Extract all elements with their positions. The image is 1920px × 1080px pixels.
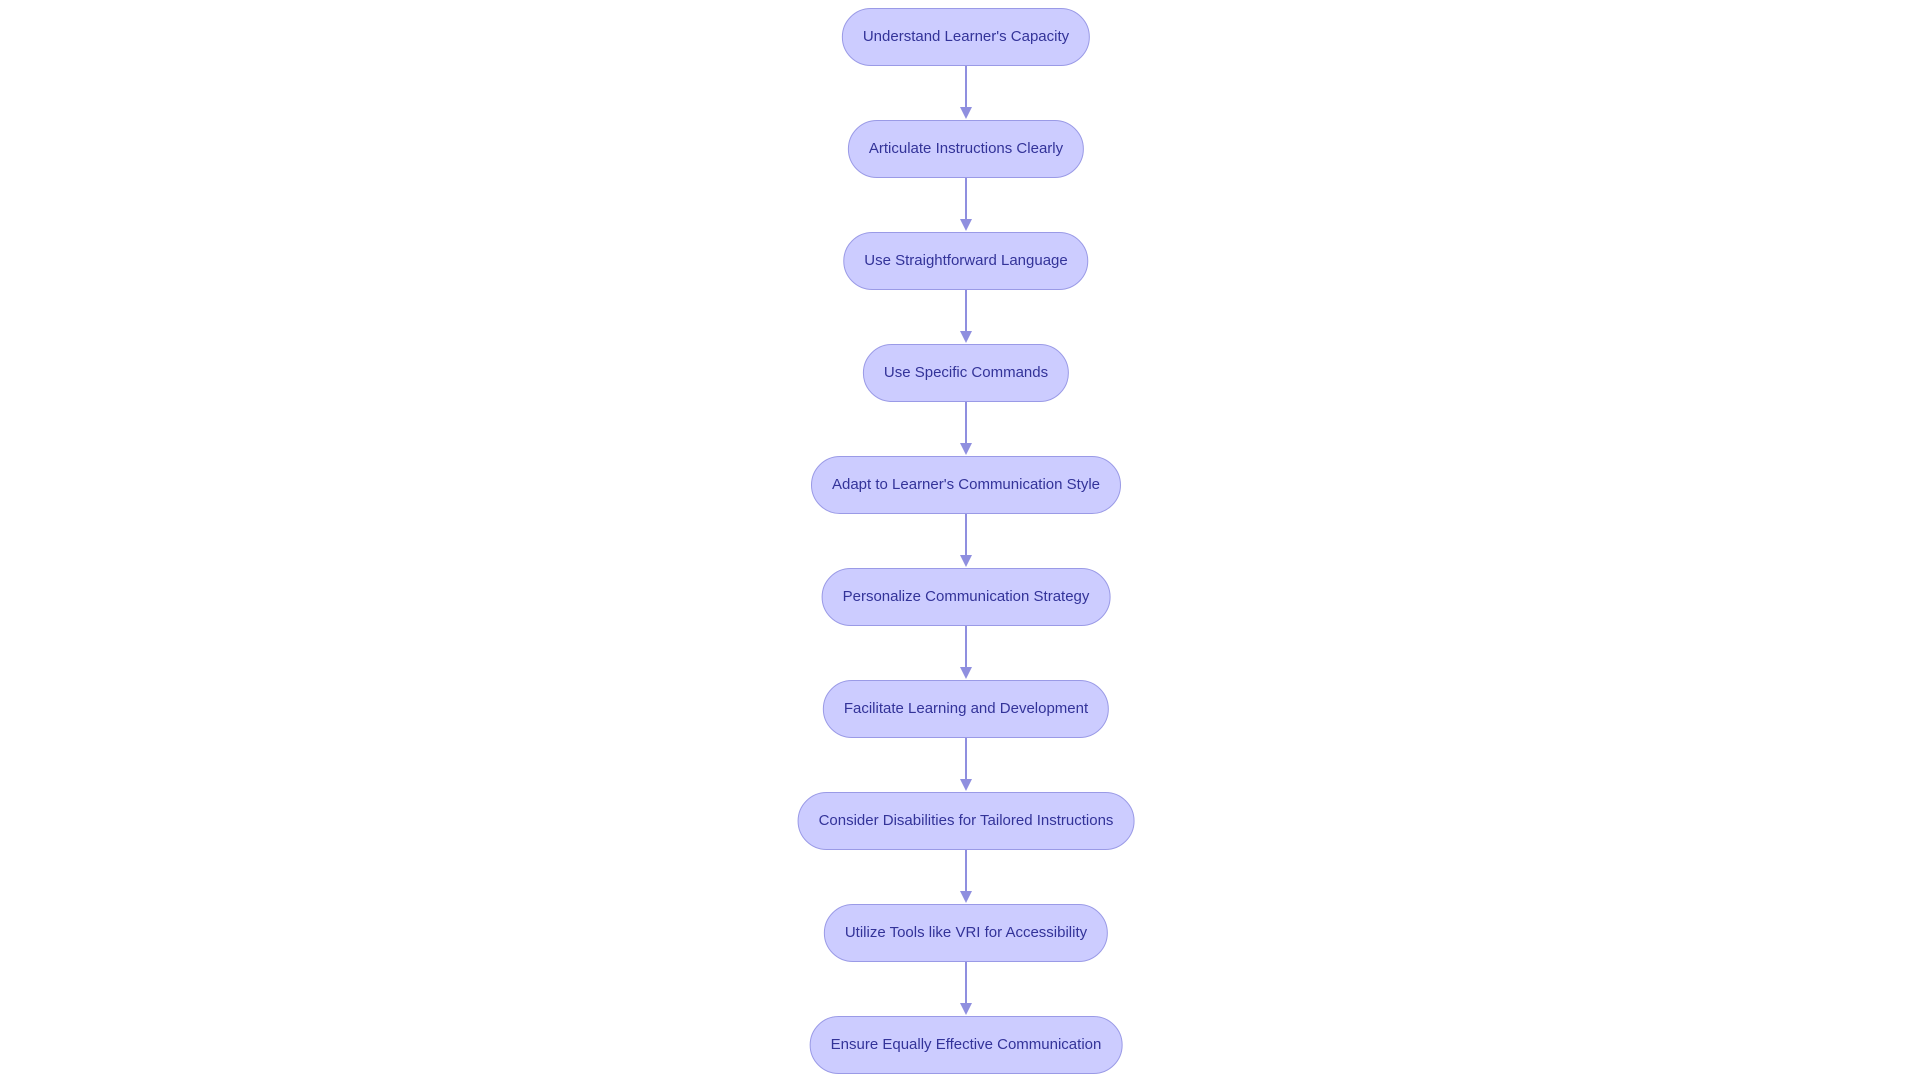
connector-line	[965, 962, 967, 1003]
step-node: Personalize Communication Strategy	[821, 568, 1111, 626]
connector-line	[965, 738, 967, 779]
arrow-down-icon	[960, 219, 972, 231]
connector-line	[965, 402, 967, 443]
step-node: Use Straightforward Language	[843, 232, 1089, 290]
arrow-down-icon	[960, 1003, 972, 1015]
step-node: Understand Learner's Capacity	[841, 8, 1091, 66]
connector-line	[965, 850, 967, 891]
arrow-down-icon	[960, 107, 972, 119]
connector-line	[965, 178, 967, 219]
arrow-down-icon	[960, 891, 972, 903]
connector-line	[965, 66, 967, 107]
arrow-down-icon	[960, 779, 972, 791]
arrow-down-icon	[960, 667, 972, 679]
connector-line	[965, 514, 967, 555]
connector-line	[965, 290, 967, 331]
step-node: Articulate Instructions Clearly	[847, 120, 1085, 178]
step-node: Utilize Tools like VRI for Accessibility	[823, 904, 1109, 962]
arrow-down-icon	[960, 443, 972, 455]
connector-line	[965, 626, 967, 667]
step-node: Ensure Equally Effective Communication	[809, 1016, 1123, 1074]
arrow-down-icon	[960, 331, 972, 343]
step-node: Use Specific Commands	[862, 344, 1070, 402]
step-node: Facilitate Learning and Development	[822, 680, 1110, 738]
step-node: Adapt to Learner's Communication Style	[810, 456, 1122, 514]
step-node: Consider Disabilities for Tailored Instr…	[797, 792, 1135, 850]
arrow-down-icon	[960, 555, 972, 567]
